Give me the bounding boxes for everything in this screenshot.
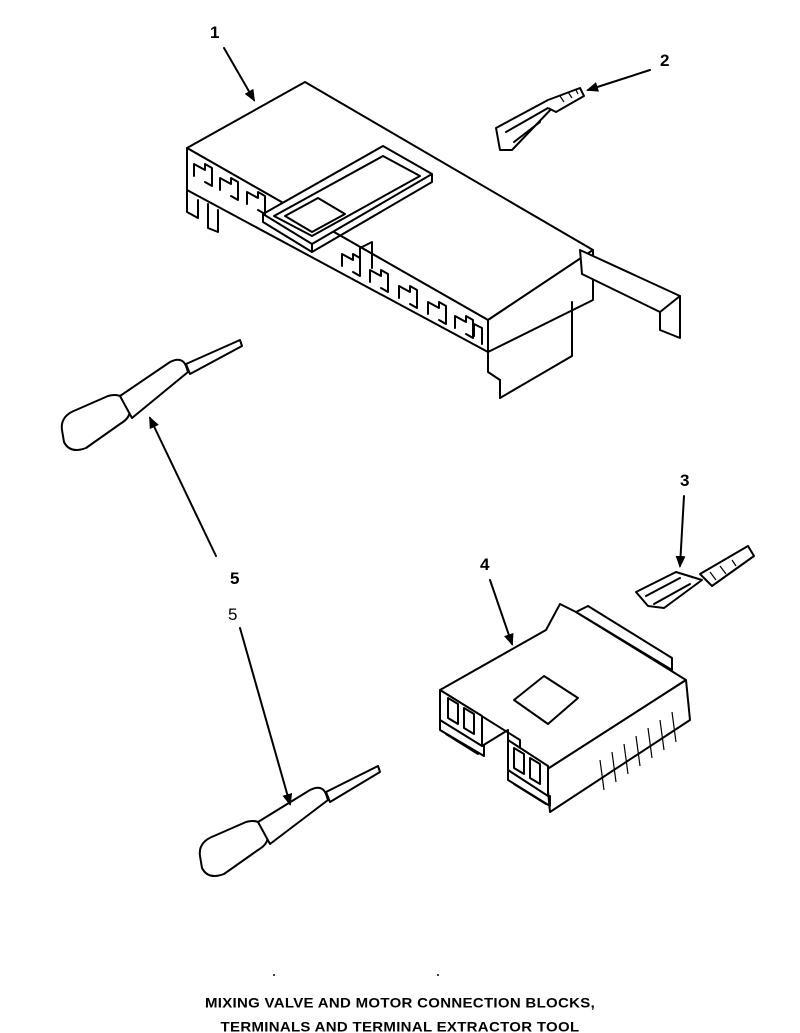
leader-arrow-1 bbox=[223, 47, 255, 102]
callout-5a: 5 bbox=[230, 569, 240, 588]
callout-4: 4 bbox=[480, 555, 490, 574]
terminal-part-2 bbox=[495, 87, 585, 151]
leader-arrow-5b bbox=[239, 627, 293, 806]
leader-arrow-5a bbox=[149, 416, 217, 557]
caption-line-1: MIXING VALVE AND MOTOR CONNECTION BLOCKS… bbox=[204, 995, 596, 1012]
connection-block-part-4 bbox=[439, 603, 691, 813]
callout-3: 3 bbox=[680, 471, 690, 490]
terminal-part-3 bbox=[635, 545, 755, 609]
speck bbox=[437, 974, 439, 976]
leader-arrow-4 bbox=[489, 579, 514, 646]
speck bbox=[273, 974, 275, 976]
callout-5b: 5 bbox=[228, 605, 238, 624]
caption-line-2: TERMINALS AND TERMINAL EXTRACTOR TOOL bbox=[220, 1019, 580, 1033]
connection-block-part-1 bbox=[186, 81, 681, 399]
callout-1: 1 bbox=[210, 23, 220, 42]
leader-arrow-3 bbox=[675, 495, 686, 568]
extractor-tool-part-5-lower bbox=[198, 765, 381, 877]
callout-2: 2 bbox=[660, 51, 670, 70]
leader-arrow-2 bbox=[586, 69, 651, 92]
extractor-tool-part-5-upper bbox=[60, 339, 243, 451]
